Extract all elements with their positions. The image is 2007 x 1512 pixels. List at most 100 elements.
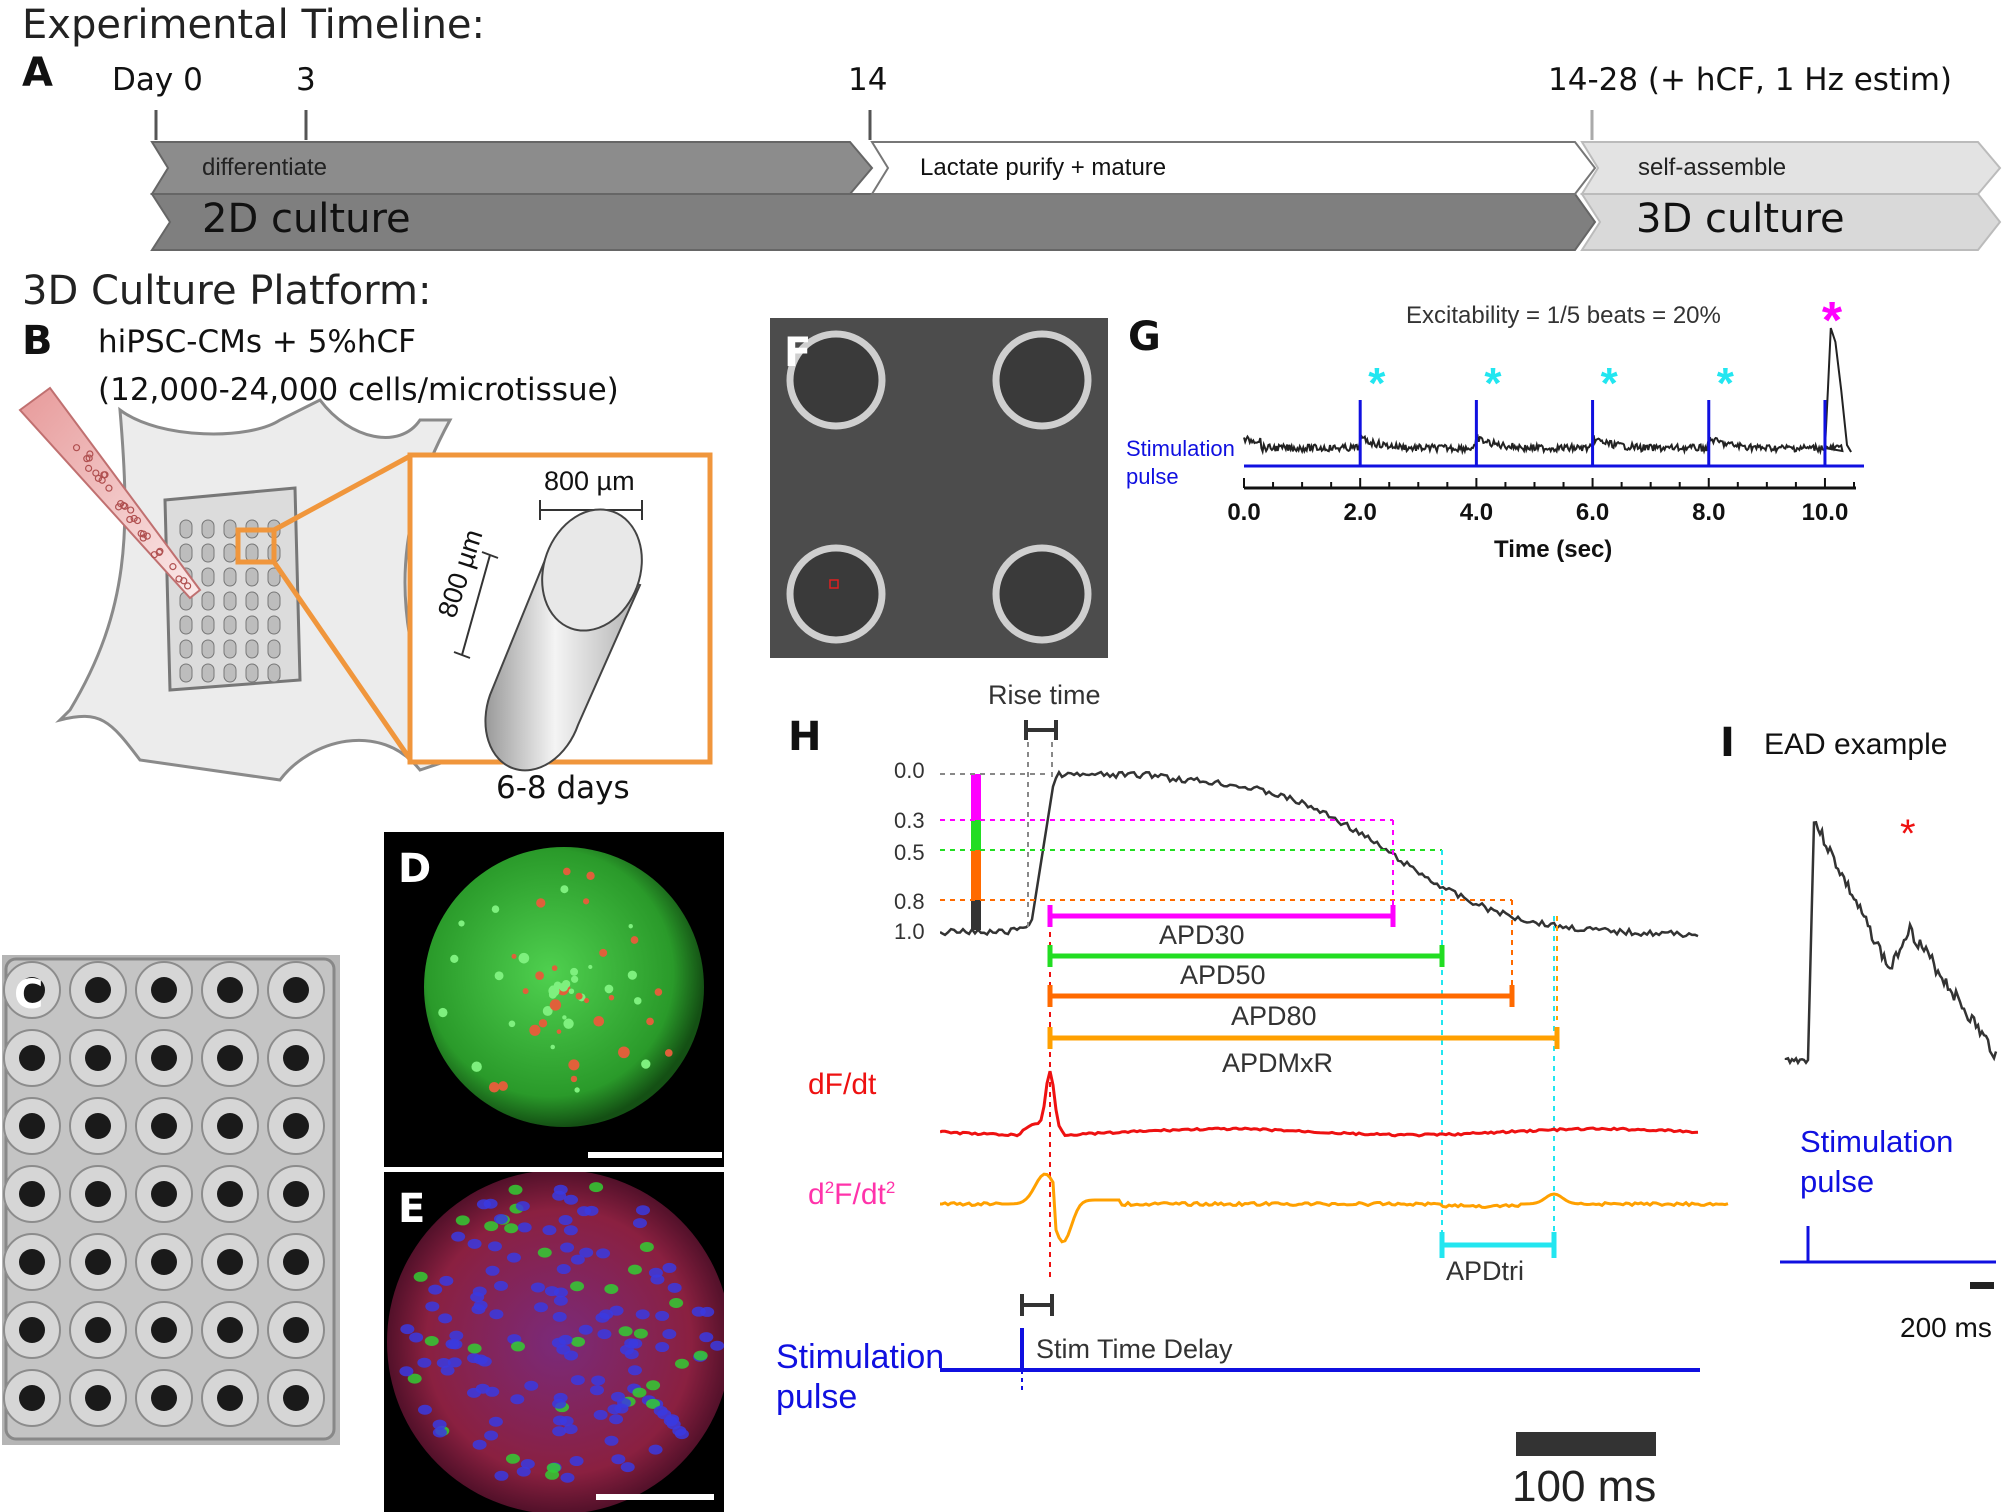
- well-slot: [179, 639, 193, 659]
- timeline-tick-14: 14: [848, 62, 888, 98]
- nucleus: [648, 1444, 663, 1455]
- cyan-star-0: *: [1368, 359, 1386, 408]
- nucleus: [493, 1214, 508, 1225]
- plate-tissue: [151, 1181, 177, 1207]
- nucleus: [632, 1387, 647, 1398]
- cell-dot: [139, 530, 148, 538]
- nucleus: [533, 1302, 548, 1313]
- nucleus: [407, 1373, 422, 1384]
- well-slot: [267, 591, 281, 611]
- well-slot: [267, 639, 281, 659]
- well-slot: [179, 615, 193, 635]
- i-stim-label-1: Stimulation: [1800, 1124, 1954, 1159]
- nucleus: [484, 1430, 499, 1441]
- stage-lactate: Lactate purify + mature: [920, 154, 1167, 181]
- plate-tissue: [151, 1249, 177, 1275]
- red-cells: [438, 867, 673, 1093]
- plate-tissue: [217, 1249, 243, 1275]
- nucleus: [609, 1414, 624, 1425]
- level-bar-orange: [971, 850, 981, 900]
- nucleus: [530, 1282, 545, 1293]
- nucleus: [662, 1262, 677, 1273]
- nucleus: [432, 1419, 447, 1430]
- g-tick-label: 2.0: [1344, 499, 1377, 526]
- microtissue-1: [786, 330, 886, 430]
- plate-tissue: [283, 1181, 309, 1207]
- nucleus: [591, 1375, 606, 1386]
- nucleus: [409, 1332, 424, 1343]
- g-title: Excitability = 1/5 beats = 20%: [1406, 302, 1721, 329]
- nucleus: [569, 1456, 584, 1467]
- well-slot: [223, 591, 237, 611]
- fluorescence-image-e: [384, 1172, 724, 1512]
- apd30-label: APD30: [1159, 920, 1245, 950]
- nucleus: [485, 1265, 500, 1276]
- pipette: [18, 386, 202, 600]
- zoom-line-bottom: [271, 560, 415, 764]
- cell-dot: [654, 988, 663, 996]
- platform-chip: [163, 486, 302, 692]
- arrow-lactate: [870, 141, 1597, 195]
- cell-dot: [559, 982, 569, 992]
- dfdt-label: dF/dt: [808, 1068, 877, 1101]
- level-0-0: 0.0: [894, 758, 925, 783]
- plate-tissue: [283, 1385, 309, 1411]
- cell-dot: [72, 444, 81, 452]
- cell-dot: [641, 1059, 651, 1069]
- cell-dot: [604, 984, 614, 994]
- cell-dot: [184, 582, 192, 590]
- nucleus: [627, 1264, 642, 1275]
- cell-dot: [646, 1017, 654, 1026]
- nucleus: [655, 1342, 670, 1353]
- cell-dot: [105, 484, 113, 492]
- duration-label: 6-8 days: [496, 770, 630, 806]
- nucleus: [604, 1435, 619, 1446]
- well-slot: [245, 591, 259, 611]
- cell-dot: [634, 997, 642, 1005]
- nucleus: [510, 1341, 525, 1352]
- nucleus: [646, 1380, 661, 1391]
- nucleus: [553, 1295, 568, 1306]
- timeline-header: Experimental Timeline:: [22, 2, 486, 48]
- cell-dot: [150, 551, 158, 559]
- h-stim-label-1: Stimulation: [776, 1338, 945, 1376]
- nucleus: [504, 1223, 519, 1234]
- nucleus: [589, 1385, 604, 1396]
- nucleus: [455, 1215, 470, 1226]
- g-stim-label-1: Stimulation: [1126, 436, 1235, 461]
- g-tick-label: 8.0: [1692, 499, 1725, 526]
- cell-dot: [130, 514, 138, 523]
- nucleus: [578, 1324, 593, 1335]
- nucleus: [635, 1309, 650, 1320]
- cell-dot: [86, 450, 94, 458]
- plate-tissue: [283, 977, 309, 1003]
- nucleus: [537, 1247, 552, 1258]
- g-tick-label: 4.0: [1460, 499, 1493, 526]
- well-slot: [201, 639, 215, 659]
- nucleus: [487, 1241, 502, 1252]
- nucleus: [556, 1264, 571, 1275]
- well-slot: [245, 543, 259, 563]
- rise-time-label: Rise time: [988, 680, 1101, 710]
- level-0-8: 0.8: [894, 889, 925, 914]
- nucleus: [467, 1238, 482, 1249]
- nucleus: [674, 1358, 689, 1369]
- cell-dot: [511, 953, 517, 959]
- nucleus: [564, 1194, 579, 1205]
- g-tick-label: 0.0: [1227, 499, 1260, 526]
- cell-dot: [584, 998, 590, 1004]
- i-scale-bar: [1970, 1282, 1994, 1289]
- nucleus: [618, 1326, 633, 1337]
- cell-dot: [664, 1049, 673, 1057]
- well-slot: [223, 519, 237, 539]
- plate-tissue: [85, 1249, 111, 1275]
- plate-tissue: [19, 1249, 45, 1275]
- nucleus: [693, 1350, 708, 1361]
- fluorescence-image-d: [384, 832, 724, 1167]
- cell-dot: [586, 871, 595, 880]
- level-bar-magenta: [971, 774, 981, 820]
- well-slot: [245, 567, 259, 587]
- excitability-trace: [1243, 327, 1852, 456]
- nucleus: [425, 1301, 440, 1312]
